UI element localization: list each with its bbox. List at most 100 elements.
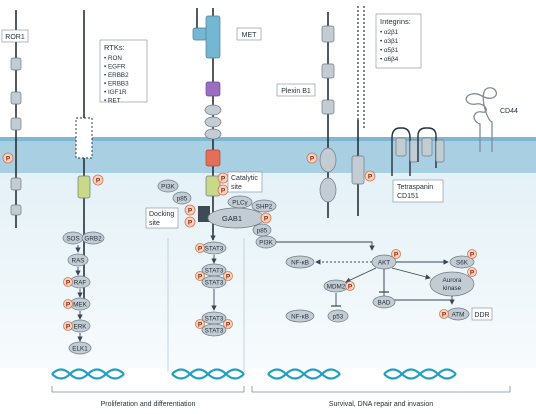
svg-text:site: site — [231, 184, 242, 191]
svg-text:ROR1: ROR1 — [5, 34, 25, 41]
extracellular-region — [0, 0, 536, 137]
elk1: ELK1 — [68, 341, 92, 355]
phospho-akt: P — [391, 249, 401, 259]
svg-text:P: P — [96, 178, 101, 185]
phospho-docking-1: P — [184, 204, 196, 216]
svg-text:RAF: RAF — [74, 280, 87, 287]
svg-text:P: P — [188, 208, 193, 215]
svg-text:MET: MET — [242, 32, 258, 39]
integrin-receptor — [351, 6, 365, 216]
svg-text:• ERBB2: • ERBB2 — [104, 72, 129, 79]
phospho-gab1: P — [260, 212, 272, 224]
stat3-monomer: STAT3 — [201, 241, 227, 255]
phospho-mdm2: P — [345, 281, 355, 291]
svg-text:P: P — [188, 220, 193, 227]
svg-text:P: P — [442, 312, 447, 319]
docking-site-label: Docking site — [145, 207, 179, 229]
nfkb-lower: NF-κB — [285, 309, 315, 323]
svg-text:P: P — [264, 216, 269, 223]
phospho-raf: P — [63, 277, 73, 287]
membrane-top-edge — [0, 137, 536, 141]
svg-text:P: P — [66, 280, 71, 287]
phospho-met-catalytic-1: P — [217, 172, 229, 184]
bracket-right — [251, 386, 511, 393]
svg-text:• α5β1: • α5β1 — [380, 47, 399, 54]
phospho-erk: P — [63, 321, 73, 331]
phospho-atm: P — [439, 309, 449, 319]
stat3-dimer-1: STAT3 STAT3 — [201, 263, 227, 289]
plexin-b1-receptor — [319, 12, 337, 218]
phospho-integrin: P — [364, 170, 376, 182]
tetraspanin-cd151 — [391, 127, 445, 176]
svg-text:ERK: ERK — [74, 324, 88, 331]
svg-text:P: P — [226, 322, 231, 329]
phospho-stat3-monomer: P — [195, 243, 205, 253]
phospho-ror1: P — [2, 152, 14, 164]
p85-lower: p85 — [252, 223, 272, 237]
phospho-mek: P — [63, 299, 73, 309]
bad: BAD — [372, 295, 396, 309]
svg-text:p53: p53 — [333, 314, 344, 321]
svg-text:P: P — [368, 174, 373, 181]
cd44-label: CD44 — [500, 108, 518, 115]
svg-text:site: site — [149, 220, 160, 227]
dna-helix-4 — [383, 368, 457, 380]
svg-text:S6K: S6K — [456, 260, 469, 267]
svg-text:STAT3: STAT3 — [205, 280, 224, 287]
svg-text:AKT: AKT — [378, 260, 390, 267]
ras: RAS — [67, 253, 89, 267]
s6k: S6K — [449, 255, 475, 269]
phospho-aurora: P — [467, 267, 477, 277]
svg-text:P: P — [394, 252, 399, 259]
svg-text:• RET: • RET — [104, 98, 121, 105]
svg-text:RAS: RAS — [72, 258, 85, 265]
erk: ERK — [69, 319, 91, 333]
svg-text:PLCγ: PLCγ — [232, 200, 248, 207]
mek: MEK — [69, 297, 91, 311]
svg-text:GAB1: GAB1 — [222, 214, 242, 223]
svg-text:P: P — [348, 284, 353, 291]
grb2: GRB2 — [81, 231, 105, 245]
mdm2: MDM2 — [323, 279, 349, 293]
met-receptor — [192, 8, 222, 240]
dna-helix-2 — [171, 368, 245, 380]
svg-text:NF-κB: NF-κB — [291, 314, 309, 321]
svg-text:Tetraspanin: Tetraspanin — [397, 184, 433, 191]
dna-helix-1 — [51, 368, 125, 380]
nfkb-upper: NF-κB — [285, 255, 315, 269]
phospho-met-catalytic-2: P — [217, 184, 229, 196]
svg-text:Catalytic: Catalytic — [231, 175, 258, 182]
svg-text:DDR: DDR — [474, 312, 489, 319]
p85-upper: p85 — [172, 191, 192, 205]
svg-text:SHP2: SHP2 — [256, 204, 273, 211]
svg-text:P: P — [310, 156, 315, 163]
pi3k-lower: PI3K — [255, 235, 277, 249]
phospho-docking-2: P — [184, 216, 196, 228]
svg-text:P: P — [470, 252, 475, 259]
svg-text:• RON: • RON — [104, 55, 122, 62]
bracket-left — [51, 386, 245, 393]
ror1-label: ROR1 — [1, 29, 29, 43]
svg-text:NF-κB: NF-κB — [291, 260, 309, 267]
svg-text:P: P — [198, 246, 203, 253]
svg-text:MDM2: MDM2 — [327, 284, 346, 291]
stat3-dimer-2: STAT3 STAT3 — [201, 311, 227, 337]
svg-text:• α2β1: • α2β1 — [380, 29, 399, 36]
svg-text:ATM: ATM — [452, 312, 465, 319]
svg-text:Docking: Docking — [149, 211, 174, 218]
ror1-receptor — [10, 10, 22, 228]
raf: RAF — [69, 275, 91, 289]
svg-text:CD151: CD151 — [397, 193, 419, 200]
svg-text:RTKs:: RTKs: — [104, 43, 125, 52]
caption-proliferation: Proliferation and differentiation — [101, 401, 196, 408]
svg-text:• ERBB3: • ERBB3 — [104, 81, 129, 88]
svg-text:BAD: BAD — [378, 300, 391, 307]
svg-text:STAT3: STAT3 — [205, 328, 224, 335]
phospho-plexin: P — [306, 152, 318, 164]
svg-text:P: P — [226, 274, 231, 281]
svg-text:P: P — [198, 274, 203, 281]
svg-text:STAT3: STAT3 — [205, 246, 224, 253]
pi3k-upper: PI3K — [157, 179, 179, 193]
svg-text:STAT3: STAT3 — [205, 268, 224, 275]
